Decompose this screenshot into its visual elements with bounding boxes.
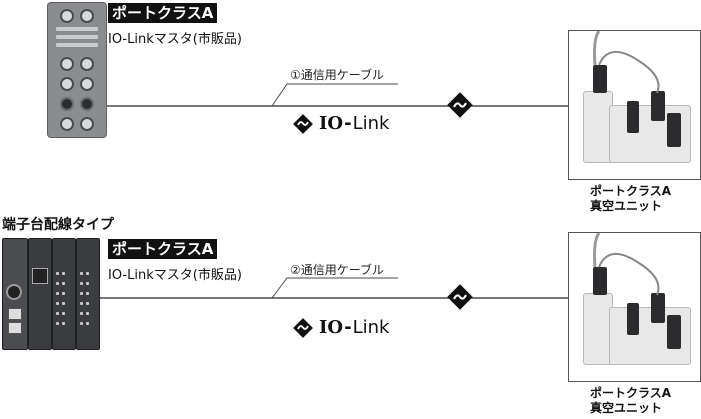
top-iolink-io-text: IO (319, 113, 344, 134)
bottom-iolink-io-text: IO (319, 317, 344, 338)
bottom-terminal-block-master-device (2, 238, 100, 350)
bottom-cable-leader (271, 277, 398, 299)
terminal-block-section-title: 端子台配線タイプ (2, 217, 114, 233)
top-connector-icon (447, 92, 473, 118)
io-link-logo-icon (293, 317, 313, 338)
top-master-title: ポートクラスA (108, 3, 218, 23)
top-unit-caption-line1: ポートクラスA (590, 184, 672, 198)
bottom-connector-icon (447, 284, 473, 310)
bottom-unit-caption-line2: 真空ユニット (590, 401, 663, 415)
bottom-unit-caption: ポートクラスA 真空ユニット (590, 386, 671, 416)
top-cable-label: ①通信用ケーブル (290, 68, 385, 82)
bottom-vacuum-unit-image (568, 232, 701, 382)
bottom-cable-label: ②通信用ケーブル (290, 263, 385, 277)
bottom-iolink-sep: - (344, 317, 352, 338)
top-unit-caption-line2: 真空ユニット (590, 199, 663, 213)
io-link-logo-icon (293, 113, 313, 134)
top-master-subtitle: IO-Linkマスタ(市販品) (108, 32, 242, 47)
bottom-master-title: ポートクラスA (108, 239, 218, 259)
top-unit-caption: ポートクラスA 真空ユニット (590, 184, 671, 214)
top-iolink-master-device (47, 2, 107, 138)
top-iolink-sep: - (344, 113, 352, 134)
bottom-iolink-link-text: Link (352, 317, 390, 338)
bottom-unit-caption-line1: ポートクラスA (590, 386, 672, 400)
top-iolink-logo: IO-Link (293, 113, 389, 134)
top-cable-leader (271, 83, 398, 107)
bottom-iolink-logo: IO-Link (293, 317, 389, 338)
top-vacuum-unit-image (568, 30, 701, 180)
top-iolink-link-text: Link (352, 113, 390, 134)
bottom-master-subtitle: IO-Linkマスタ(市販品) (108, 268, 242, 283)
